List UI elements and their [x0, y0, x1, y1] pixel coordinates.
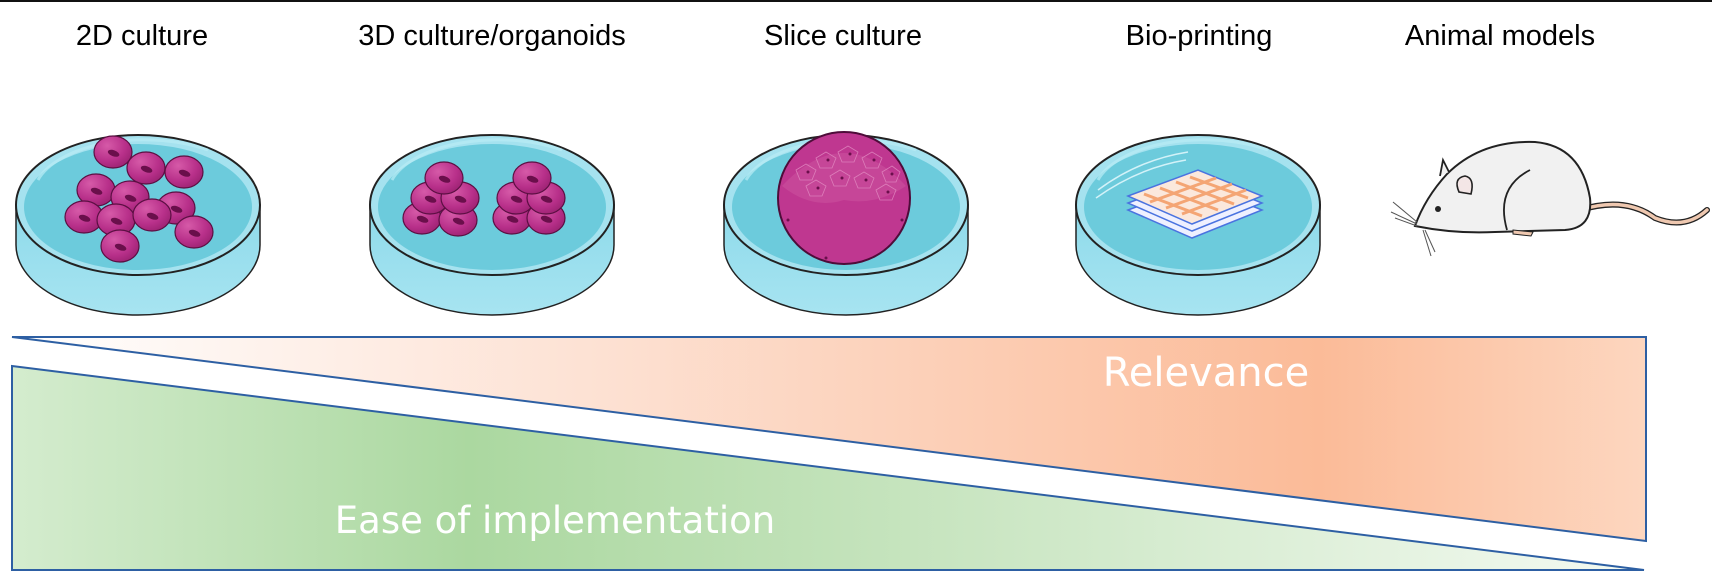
illustration-slice-culture: [716, 100, 978, 320]
label-bio-printing: Bio-printing: [1125, 20, 1273, 52]
ease-shape: [11, 364, 1645, 571]
label-slice-culture: Slice culture: [764, 20, 922, 52]
relevance-label: Relevance: [1103, 350, 1309, 396]
top-border-line: [0, 0, 1712, 2]
relevance-wedge: Relevance: [11, 336, 1647, 543]
label-2d-culture: 2D culture: [75, 20, 209, 52]
relevance-shape: [11, 336, 1647, 543]
label-3d-culture: 3D culture/organoids: [358, 20, 626, 52]
label-animal-models: Animal models: [1404, 20, 1596, 52]
ease-wedge: Ease of implementation: [11, 364, 1645, 571]
tissue-slice: [777, 131, 911, 265]
mouse-icon: [1390, 140, 1710, 257]
illustration-bio-printing: [1068, 100, 1330, 320]
illustration-animal-model: [1385, 118, 1712, 258]
bioprinted-scaffold: [1125, 169, 1265, 239]
ease-label: Ease of implementation: [335, 499, 775, 542]
